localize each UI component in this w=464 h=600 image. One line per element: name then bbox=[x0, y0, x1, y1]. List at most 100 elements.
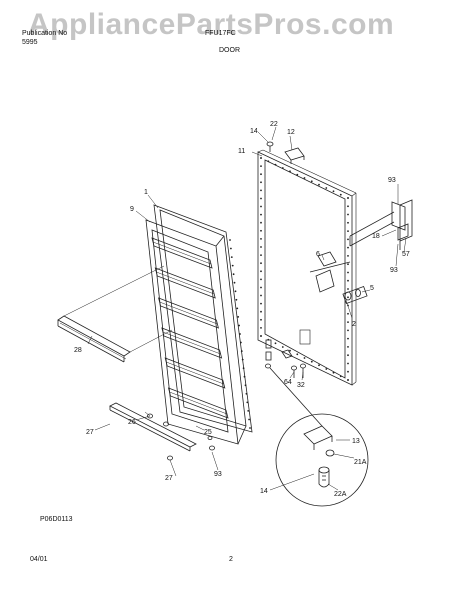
callout-27-left: 27 bbox=[86, 429, 94, 436]
callout-14-detail: 14 bbox=[260, 488, 268, 495]
shelf-edge bbox=[152, 241, 212, 265]
section-title: DOOR bbox=[219, 47, 240, 54]
screw-dot bbox=[260, 173, 262, 176]
outer-door-panel bbox=[257, 149, 357, 386]
screw-dot bbox=[248, 418, 251, 421]
inner-door-liner bbox=[145, 204, 253, 445]
screw-dot bbox=[289, 170, 291, 173]
retainer-bar-26 bbox=[109, 402, 215, 461]
callout-14-top: 14 bbox=[250, 128, 258, 135]
screw-dot bbox=[347, 197, 349, 199]
screw-dot bbox=[238, 324, 241, 327]
shelf-bar-28 bbox=[57, 315, 131, 363]
screw-dot bbox=[260, 262, 262, 265]
screw-dot bbox=[296, 173, 299, 176]
screw-dot bbox=[347, 246, 349, 249]
screw-dot bbox=[260, 213, 262, 216]
callout-25: 25 bbox=[204, 429, 212, 436]
footer-date: 04/01 bbox=[30, 556, 48, 563]
screw-dot bbox=[260, 310, 262, 313]
screw-dot bbox=[347, 379, 349, 381]
callout-57: 57 bbox=[402, 251, 410, 258]
callout-11: 11 bbox=[238, 148, 245, 155]
screw-dot bbox=[260, 286, 262, 289]
screw-dot bbox=[347, 271, 349, 274]
callout-6: 6 bbox=[316, 251, 320, 258]
screw-dot bbox=[260, 238, 262, 240]
screw-22 bbox=[266, 141, 274, 152]
callout-5: 5 bbox=[370, 285, 374, 292]
door-shelf bbox=[164, 357, 226, 389]
screw-dot bbox=[231, 264, 234, 267]
screw-dot bbox=[303, 177, 306, 179]
screw-dot bbox=[246, 401, 249, 404]
shelf-edge bbox=[156, 271, 215, 295]
screw-dot bbox=[310, 180, 313, 183]
screw-dot bbox=[260, 181, 262, 184]
callout-2: 2 bbox=[352, 321, 356, 328]
screw-dot bbox=[347, 370, 349, 373]
callout-13: 13 bbox=[352, 438, 360, 445]
screw-dot bbox=[347, 346, 349, 348]
screw-dot bbox=[244, 384, 247, 387]
screw-dot bbox=[243, 375, 246, 378]
screw-dot bbox=[303, 357, 306, 359]
screw-dot bbox=[230, 247, 232, 250]
door-shelf bbox=[151, 237, 213, 269]
screw-dot bbox=[240, 350, 243, 352]
callout-26: 26 bbox=[128, 419, 136, 426]
shelf-edge bbox=[162, 331, 221, 355]
screw-dot bbox=[260, 270, 262, 273]
door-shelf bbox=[161, 327, 223, 359]
callout-9: 9 bbox=[130, 206, 134, 213]
screw-dot bbox=[240, 341, 242, 344]
screw-dot bbox=[296, 353, 299, 356]
detail-circle bbox=[275, 413, 369, 507]
callout-28: 28 bbox=[74, 347, 82, 354]
screw-dot bbox=[347, 255, 349, 257]
callout-27-bottom: 27 bbox=[165, 475, 173, 482]
screw-dot bbox=[233, 281, 236, 284]
door-shelf bbox=[158, 297, 219, 329]
screw-dot bbox=[347, 329, 349, 332]
screw-dot bbox=[325, 187, 328, 189]
screw-dot bbox=[339, 193, 342, 196]
diagram-code: P06D0113 bbox=[40, 516, 73, 523]
screw-dot bbox=[229, 239, 231, 241]
screw-dot bbox=[310, 360, 313, 363]
screw-dot bbox=[267, 160, 270, 163]
screw-dot bbox=[260, 254, 262, 256]
screw-dot bbox=[274, 342, 277, 345]
screw-dot bbox=[260, 165, 262, 168]
screw-dot bbox=[260, 205, 262, 208]
callout-1: 1 bbox=[144, 189, 148, 196]
screw-dot bbox=[260, 302, 262, 305]
watermark: AppliancePartsPros.com bbox=[28, 8, 395, 41]
shelf-edge bbox=[159, 301, 218, 325]
publication-label: Publication No bbox=[22, 30, 68, 37]
screw-dot bbox=[239, 333, 241, 335]
callout-labels: 1 9 11 14 22 12 93 18 57 93 6 5 2 64 32 … bbox=[74, 121, 410, 498]
shelf-edge bbox=[169, 391, 228, 415]
screw-dot bbox=[347, 321, 349, 323]
screw-dot bbox=[260, 229, 262, 232]
screw-dot bbox=[260, 335, 262, 337]
screw-dot bbox=[260, 318, 262, 321]
screw-dot bbox=[236, 307, 239, 310]
screw-dot bbox=[230, 256, 233, 258]
screw-dot bbox=[260, 157, 262, 159]
screw-dot bbox=[347, 312, 349, 315]
shelf-edge bbox=[166, 361, 224, 385]
screw-dot bbox=[274, 163, 277, 166]
screw-dot bbox=[247, 410, 250, 412]
screw-dot bbox=[318, 183, 320, 186]
screw-dot bbox=[235, 298, 238, 301]
screw-dot bbox=[249, 427, 251, 429]
hinge-6 bbox=[309, 251, 351, 293]
bottom-hardware-cluster bbox=[265, 339, 306, 378]
footer-page-number: 2 bbox=[229, 556, 233, 563]
screw-dot bbox=[332, 371, 335, 374]
screw-dot bbox=[347, 263, 349, 266]
